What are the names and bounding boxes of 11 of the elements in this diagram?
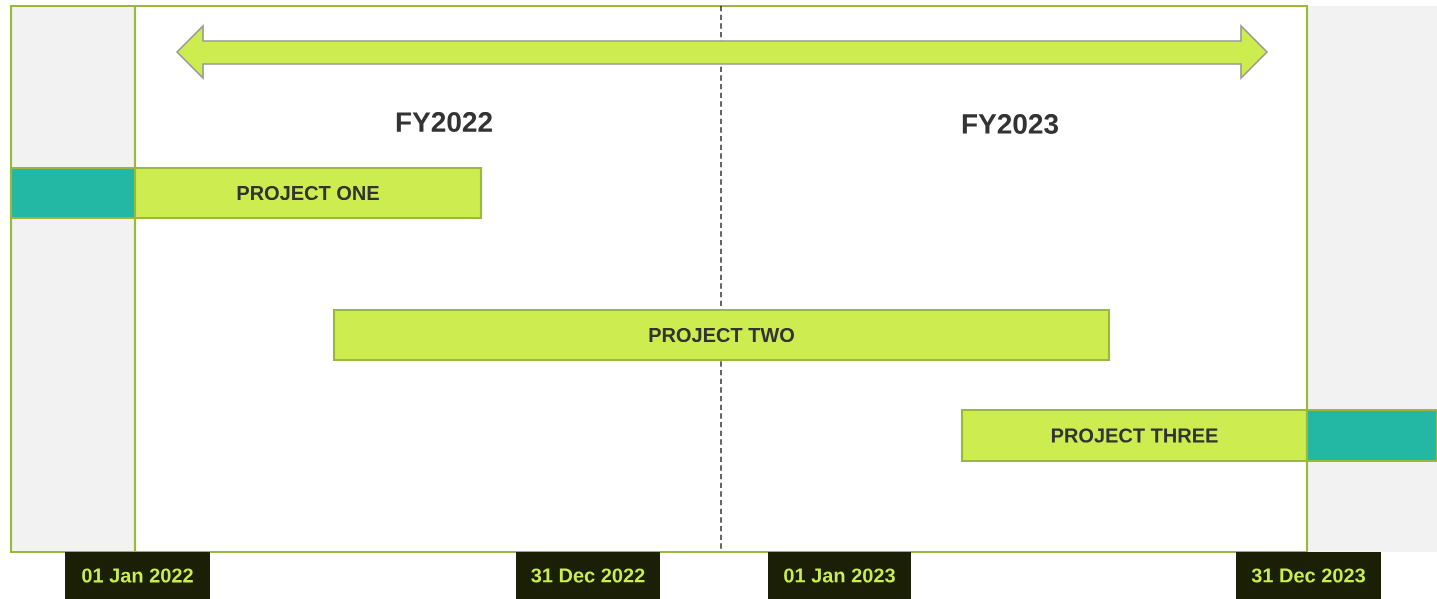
date-box: 31 Dec 2023 bbox=[1236, 552, 1381, 599]
date-box: 01 Jan 2023 bbox=[768, 552, 911, 599]
date-box: 31 Dec 2022 bbox=[516, 552, 660, 599]
date-box: 01 Jan 2022 bbox=[65, 552, 210, 599]
timeline-bar bbox=[1305, 408, 1437, 463]
project-bar: PROJECT THREE bbox=[960, 408, 1309, 463]
year-label: FY2022 bbox=[396, 112, 492, 132]
year-label: FY2023 bbox=[962, 114, 1058, 134]
timeline-bar bbox=[9, 166, 137, 220]
project-bar: PROJECT ONE bbox=[133, 166, 483, 220]
project-bar: PROJECT TWO bbox=[332, 308, 1111, 362]
